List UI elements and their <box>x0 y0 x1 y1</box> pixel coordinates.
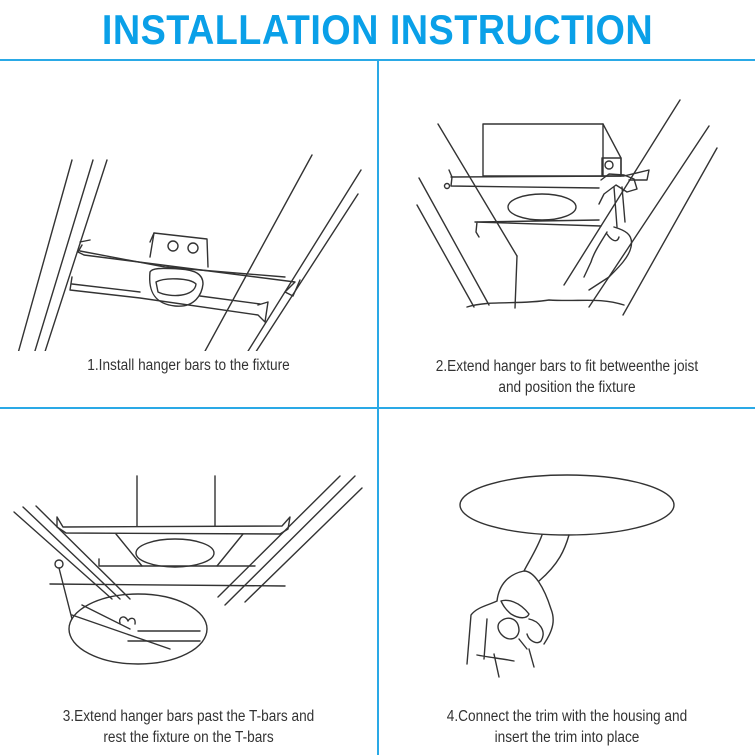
step-2-panel: 2.Extend hanger bars to fit betweenthe j… <box>379 61 755 407</box>
step-1-caption: 1.Install hanger bars to the fixture <box>87 357 290 374</box>
step-4-panel: 4.Connect the trim with the housing and … <box>379 409 755 755</box>
step-3-panel: 3.Extend hanger bars past the T-bars and… <box>0 409 377 755</box>
hand-inserting-trim-illustration <box>459 474 675 678</box>
page-title: INSTALLATION INSTRUCTION <box>101 6 654 53</box>
step-4-caption: 4.Connect the trim with the housing and … <box>446 708 688 746</box>
step-1-panel: 1.Install hanger bars to the fixture <box>0 61 377 407</box>
step-2-caption: 2.Extend hanger bars to fit betweenthe j… <box>435 358 699 396</box>
grid-divider-vertical <box>377 60 379 755</box>
hanger-bars-on-fixture-illustration <box>17 154 362 351</box>
hand-extending-hanger-bars-illustration <box>416 99 718 316</box>
step-3-caption: 3.Extend hanger bars past the T-bars and… <box>62 708 315 746</box>
fixture-resting-on-t-bars-illustration <box>13 475 363 665</box>
